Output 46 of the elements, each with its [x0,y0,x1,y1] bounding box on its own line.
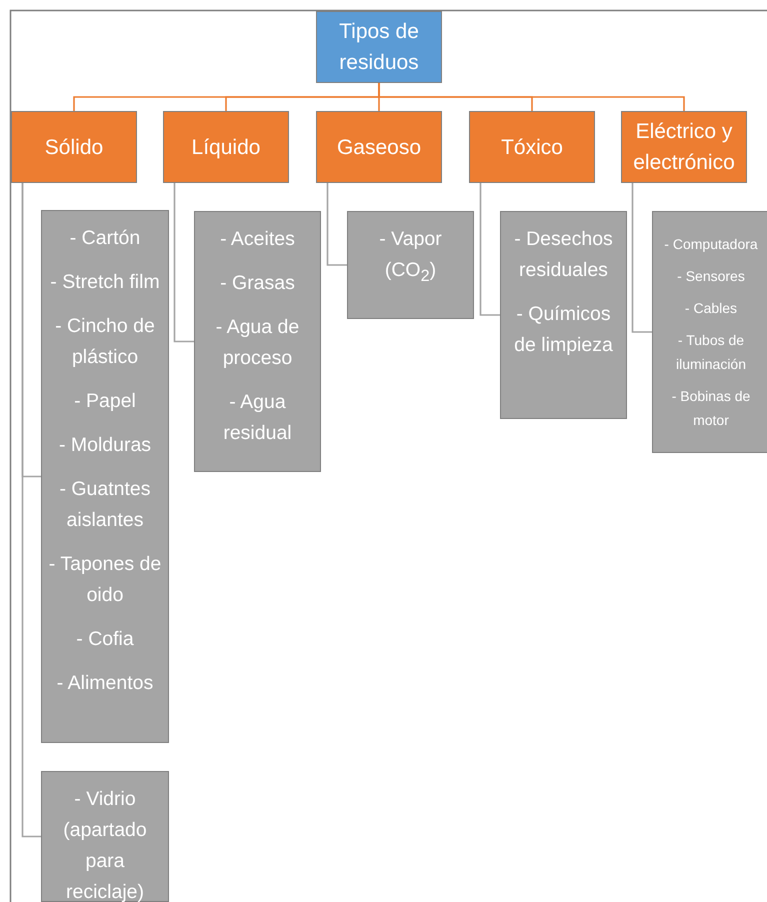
category-box [11,111,137,183]
list-item: - Cofia [75,627,135,652]
list-item: - Desechos residuales [513,227,614,283]
connector-line [326,183,347,266]
category-box [469,111,595,183]
list-item: - Aceites [219,227,296,252]
list-item: - Cables [684,299,738,318]
category-box [316,11,442,83]
item-list-box [347,211,474,319]
list-item: - Sensores [676,267,746,286]
list-item: - Agua residual [222,390,293,446]
item-list-box [41,771,169,902]
list-item: - Vapor (CO$_{2}$) [378,227,443,287]
list-item: - Cartón [68,226,142,251]
category-title: Líquido [190,134,262,160]
connector-line [480,183,500,316]
category-title: Gaseoso [336,134,422,160]
category-box [316,111,442,183]
list-item: - Tubos de iluminación [674,331,748,374]
item-list-box [652,211,767,453]
list-item: - Computadora [663,235,759,254]
category-box [163,111,289,183]
item-list-box [41,210,169,743]
connector-line [174,183,194,342]
connector-line [632,183,652,333]
list-item: - Guatntes aislantes [58,477,152,533]
list-item: - Químicos de limpieza [513,302,614,358]
list-item: - Molduras [58,433,152,458]
connector-line [22,183,41,838]
list-item: - Papel [73,389,137,414]
list-item: - Tapones de oido [48,552,162,608]
list-item: - Alimentos [56,671,154,696]
list-item: - Cincho de plástico [54,314,156,370]
category-title: Tipos de residuos [338,19,420,76]
category-title: Eléctrico y electrónico [632,119,736,176]
item-list-box [500,211,627,419]
list-item: - Agua de proceso [214,315,300,371]
category-title: Sólido [44,134,104,160]
item-list-box [194,211,321,472]
connector-line [378,83,685,111]
list-item: - Grasas [219,271,296,296]
list-item: - Vidrio (apartado para reciclaje) [62,787,148,902]
category-box [621,111,747,183]
list-item: - Bobinas de motor [670,387,752,430]
list-item: - Stretch film [49,270,161,295]
category-title: Tóxico [500,134,564,160]
